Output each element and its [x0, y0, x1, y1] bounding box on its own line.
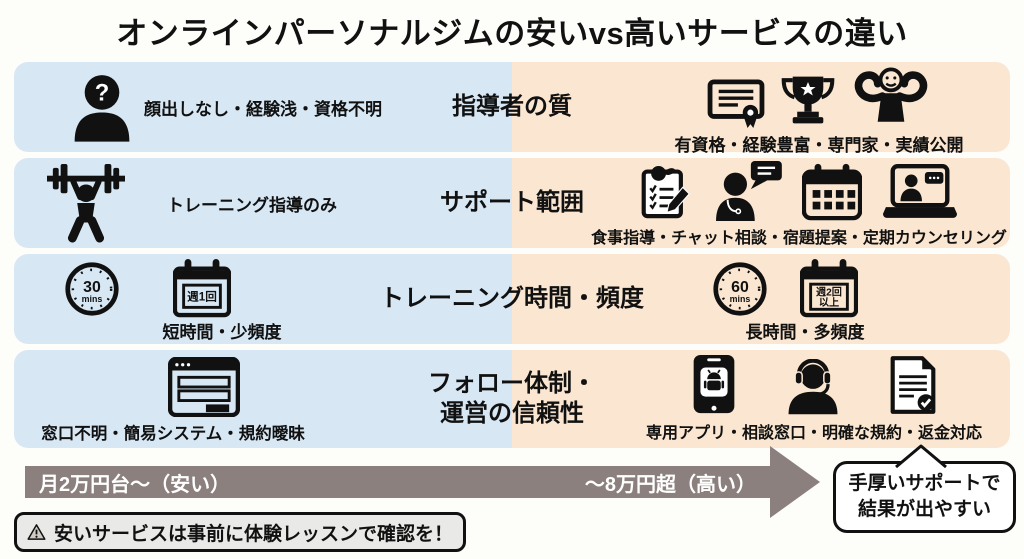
- callout-pointer: [894, 444, 948, 468]
- row-label-line2: 運営の信頼性: [440, 400, 584, 427]
- weightlifter-icon: [47, 164, 125, 243]
- online-counseling-icon: [882, 164, 958, 218]
- expensive-caption: 有資格・経験豊富・専門家・実績公開: [674, 136, 964, 155]
- expensive-content: 食事指導・チャット相談・宿題提案・定期カウンセリング: [584, 161, 1014, 248]
- cheap-caption: トレーニング指導のみ: [167, 195, 337, 215]
- row-label: サポート範囲: [440, 189, 584, 216]
- expensive-caption: 食事指導・チャット相談・宿題提案・定期カウンセリング: [591, 230, 1007, 247]
- row-instructor-quality: ? 顔出しなし・経験浅・資格不明 指導者の質: [14, 62, 1010, 155]
- svg-text:30: 30: [83, 279, 101, 296]
- cheap-panel: [14, 350, 512, 448]
- row-label-line1: フォロー体制・: [428, 370, 596, 397]
- result-callout: 手厚いサポートで 結果が出やすい: [833, 461, 1016, 533]
- callout-line2: 結果が出やすい: [857, 499, 991, 520]
- svg-text:以上: 以上: [819, 296, 839, 309]
- cheap-caption: 顔出しなし・経験浅・資格不明: [144, 99, 382, 119]
- stopwatch-icon: 30 mins: [65, 262, 119, 316]
- app-phone-icon: [693, 354, 735, 414]
- svg-text:週2回: 週2回: [816, 286, 842, 298]
- muscle-man-icon: [854, 67, 928, 122]
- price-arrow: 月2万円台〜（安い） ～8万円超（高い）: [25, 466, 770, 498]
- warning-label: 安いサービスは事前に体験レッスンで確認を！: [53, 523, 453, 545]
- price-high-label: ～8万円超（高い）: [584, 473, 756, 496]
- page-title: オンラインパーソナルジムの安いvs高いサービスの違い: [116, 16, 908, 51]
- person-question-icon: ?: [74, 75, 130, 142]
- doctor-chat-icon: [716, 161, 782, 221]
- document-check-icon: [890, 356, 936, 414]
- row-label: 指導者の質: [452, 93, 572, 120]
- cheap-caption-wrap: トレーニング指導のみ: [167, 158, 337, 248]
- price-low-label: 月2万円台〜（安い）: [39, 473, 231, 496]
- meal-plan-icon: [641, 166, 690, 219]
- row-follow-up-reliability: 窓口不明・簡易システム・規約曖昧 フォロー体制・ 運営の信頼性: [14, 350, 1010, 448]
- cheap-caption: 短時間・少頻度: [162, 323, 282, 342]
- row-label: フォロー体制・ 運営の信頼性: [428, 350, 596, 448]
- svg-text:?: ?: [95, 81, 109, 107]
- svg-text:mins: mins: [730, 294, 751, 304]
- expensive-caption: 長時間・多頻度: [745, 323, 865, 342]
- calendar-note-icon: 週2回 以上: [800, 259, 858, 318]
- row-support-range: トレーニング指導のみ サポート範囲: [14, 158, 1010, 248]
- row-training-time: 30 mins 週1回 短時間・少頻度 トレーニング時間・頻度 60 mins …: [14, 254, 1010, 344]
- expensive-caption: 専用アプリ・相談窓口・明確な規約・返金対応: [645, 425, 982, 442]
- svg-text:週1回: 週1回: [187, 290, 217, 304]
- svg-text:60: 60: [731, 279, 749, 296]
- cheap-caption: 窓口不明・簡易システム・規約曖昧: [41, 425, 305, 443]
- expensive-content: 専用アプリ・相談窓口・明確な規約・返金対応: [614, 353, 1014, 443]
- support-agent-icon: [788, 359, 838, 415]
- cheap-caption-wrap: 顔出しなし・経験浅・資格不明: [144, 62, 382, 152]
- trophy-icon: [781, 76, 835, 124]
- warning-icon: [27, 524, 46, 540]
- warning-note: 安いサービスは事前に体験レッスンで確認を！: [14, 512, 466, 552]
- cheap-panel: [14, 254, 512, 344]
- stopwatch-icon: 60 mins: [713, 262, 767, 316]
- certificate-icon: [707, 79, 765, 128]
- browser-form-icon: [168, 357, 240, 417]
- callout-line1: 手厚いサポートで: [848, 473, 1001, 495]
- calendar-icon: [802, 163, 862, 221]
- svg-text:mins: mins: [82, 294, 103, 304]
- price-arrow-head: [770, 446, 820, 518]
- row-label: トレーニング時間・頻度: [380, 285, 644, 312]
- expensive-content: 有資格・経験豊富・専門家・実績公開: [614, 66, 1024, 156]
- calendar-note-icon: 週1回: [173, 259, 231, 318]
